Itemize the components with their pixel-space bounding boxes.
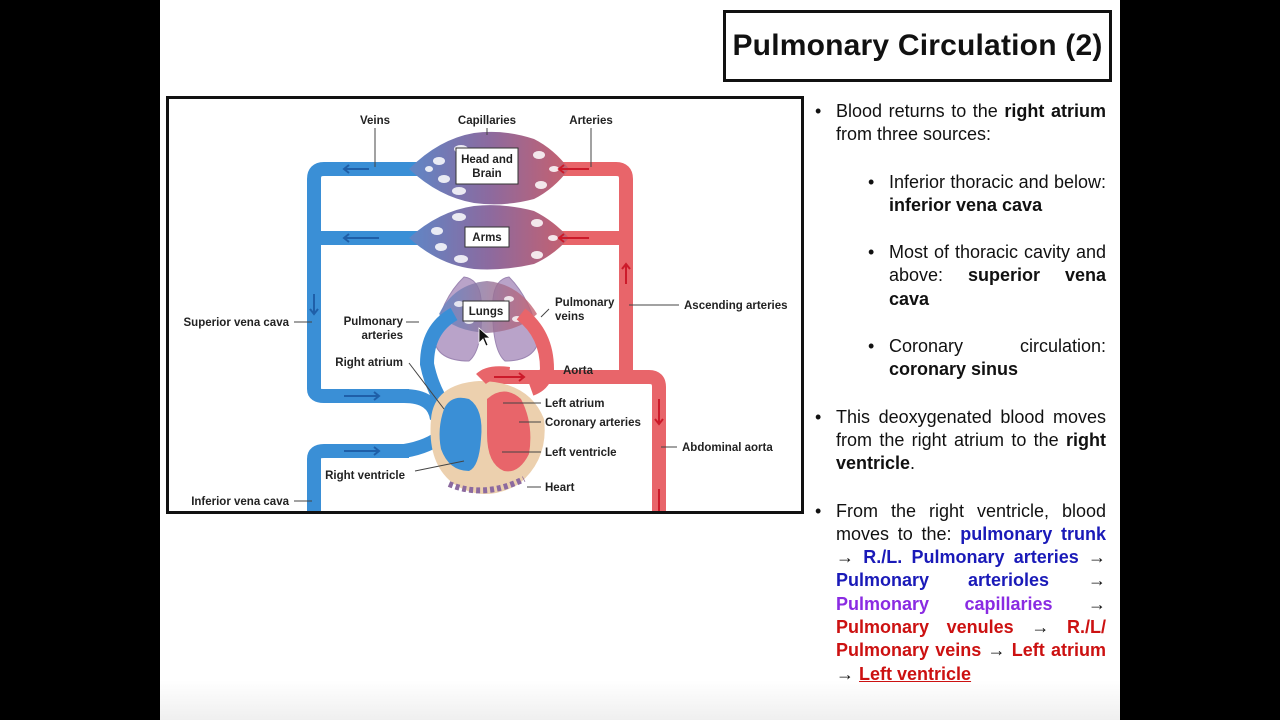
arrow-icon: → <box>987 640 1006 661</box>
heart <box>430 366 545 494</box>
circulation-diagram-svg: Head and Brain Arms <box>184 115 788 511</box>
label-arms: Arms <box>472 232 501 244</box>
arrow-icon: → <box>1088 570 1106 591</box>
circulation-diagram: Head and Brain Arms <box>166 96 804 514</box>
label-head-and-brain-2: Brain <box>472 168 501 180</box>
term-coronary-sinus: coronary sinus <box>889 359 1019 380</box>
pulmonary-vein <box>516 308 555 396</box>
term-right-ventricle: right ventricle <box>836 429 1106 474</box>
text: This deoxygenated blood moves from the r… <box>836 406 1106 450</box>
text: Coronary circulation: <box>889 336 1106 357</box>
term-left-ventricle: Left ventricle <box>859 663 972 684</box>
flow-arrows <box>309 164 664 511</box>
term-pulmonary-capillaries: Pulmonary capillaries <box>836 593 1053 614</box>
label-pulmonary-veins-1: Pulmonary <box>555 297 615 309</box>
label-superior-vena-cava: Superior vena cava <box>184 317 290 329</box>
arrow-icon: → <box>1087 547 1106 568</box>
label-pulmonary-veins-2: veins <box>555 311 584 323</box>
text: From the right ventricle, blood moves to… <box>836 500 1106 544</box>
slide-title-box: Pulmonary Circulation (2) <box>723 10 1112 82</box>
term-right-atrium: right atrium <box>1004 101 1106 121</box>
bullet-right-atrium-sources: Blood returns to the right atrium from t… <box>815 100 1106 382</box>
label-right-atrium: Right atrium <box>335 357 403 369</box>
label-abdominal-aorta: Abdominal aorta <box>682 442 773 454</box>
artery-head <box>529 162 633 377</box>
vein-head <box>307 162 419 403</box>
label-inferior-vena-cava: Inferior vena cava <box>191 496 289 508</box>
capillary-bed-arms: Arms <box>409 205 569 270</box>
label-head-and-brain-1: Head and <box>461 154 513 166</box>
label-coronary-arteries: Coronary arteries <box>545 417 641 429</box>
term-rl-pulmonary-arteries: R./L. Pulmonary arteries <box>863 547 1079 568</box>
notes-panel: Blood returns to the right atrium from t… <box>815 100 1106 710</box>
vein-inferior <box>307 444 409 511</box>
mouse-cursor-icon <box>478 327 492 347</box>
label-lungs: Lungs <box>469 306 504 318</box>
lungs: Lungs <box>419 276 555 429</box>
bullet-pathway: From the right ventricle, blood moves to… <box>815 500 1106 686</box>
label-right-ventricle: Right ventricle <box>325 470 405 482</box>
label-pulmonary-arteries-1: Pulmonary <box>344 316 404 328</box>
bullet-deoxygenated: This deoxygenated blood moves from the r… <box>815 406 1106 476</box>
arrow-icon: → <box>1087 593 1106 614</box>
text: Inferior thoracic and below: <box>889 171 1106 192</box>
term-pulmonary-arterioles: Pulmonary arterioles <box>836 570 1050 591</box>
text: Blood returns to the <box>836 101 1005 121</box>
sub-bullet-superior: Most of thoracic cavity and above: super… <box>836 241 1106 311</box>
term-inferior-vena-cava: inferior vena cava <box>889 194 1043 215</box>
sub-bullet-coronary: Coronary circulation: coronary sinus <box>836 335 1106 382</box>
label-veins: Veins <box>360 115 390 127</box>
label-pulmonary-arteries-2: arteries <box>361 330 403 342</box>
term-pulmonary-venules: Pulmonary venules <box>836 617 1014 638</box>
term-superior-vena-cava: superior vena cava <box>889 265 1106 309</box>
text: . <box>910 453 916 474</box>
text: from three sources: <box>836 124 992 145</box>
label-ascending-arteries: Ascending arteries <box>684 300 788 312</box>
label-arteries: Arteries <box>569 115 612 127</box>
term-left-atrium: Left atrium <box>1011 640 1106 661</box>
label-capillaries: Capillaries <box>458 115 516 127</box>
slide-title: Pulmonary Circulation (2) <box>732 29 1103 62</box>
leader-lines <box>294 128 679 502</box>
label-left-ventricle: Left ventricle <box>545 447 617 459</box>
arrow-icon: → <box>1031 617 1050 638</box>
label-aorta: Aorta <box>563 365 594 377</box>
arrow-icon: → <box>836 547 854 568</box>
term-pulmonary-trunk: pulmonary trunk <box>960 523 1106 544</box>
aorta-arch <box>487 370 666 511</box>
label-left-atrium: Left atrium <box>545 398 604 410</box>
slide-bottom-fade <box>160 680 1120 720</box>
text: Most of thoracic cavity and above: <box>889 242 1106 286</box>
label-heart: Heart <box>545 482 575 494</box>
arrow-icon: → <box>836 663 854 684</box>
slide: Pulmonary Circulation (2) <box>160 0 1120 720</box>
term-rl-pulmonary-veins: R./L/ Pulmonary veins <box>836 617 1106 661</box>
capillary-bed-head: Head and Brain <box>409 131 569 205</box>
sub-bullet-inferior: Inferior thoracic and below: inferior ve… <box>836 171 1106 218</box>
